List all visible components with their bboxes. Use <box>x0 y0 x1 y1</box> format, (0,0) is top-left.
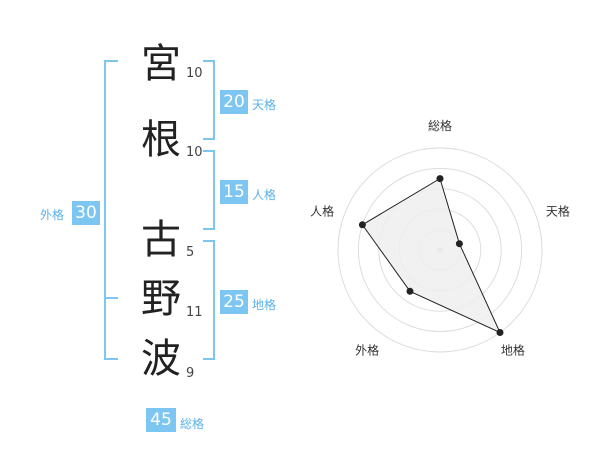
radar-point-5 <box>358 221 366 229</box>
chikaku-label: 地格 <box>252 298 277 312</box>
stroke-count-3: 5 <box>186 245 195 260</box>
radar-point-3 <box>496 329 504 336</box>
radar-ring-4 <box>357 167 523 333</box>
tenkaku-value: 20 <box>220 90 248 114</box>
radar-axis-label-2: 天格 <box>546 204 570 219</box>
name-char-5: 波 <box>141 336 181 382</box>
radar-point-1 <box>436 175 444 183</box>
radar-point-4 <box>406 287 414 295</box>
radar-axis-label-5: 人格 <box>310 204 334 219</box>
name-char-2: 根 <box>141 117 181 163</box>
stroke-count-5: 9 <box>186 366 195 381</box>
radar-axis-label-1: 総格 <box>428 118 452 133</box>
gaikaku-label: 外格 <box>40 208 65 222</box>
jinkaku-label: 人格 <box>252 188 277 202</box>
radar-point-2 <box>455 240 463 248</box>
jinkaku-bracket <box>203 150 215 230</box>
stroke-count-2: 10 <box>186 145 203 160</box>
radar-ring-5 <box>337 147 543 353</box>
chikaku-value: 25 <box>220 290 248 314</box>
soukaku-value: 45 <box>146 408 176 432</box>
tenkaku-label: 天格 <box>252 98 277 112</box>
gaikaku-bracket <box>104 60 118 360</box>
name-char-3: 古 <box>141 217 181 263</box>
soukaku-label: 総格 <box>180 417 205 431</box>
gaikaku-value: 30 <box>72 201 100 225</box>
tenkaku-bracket <box>203 60 215 140</box>
radar-area <box>361 177 502 334</box>
radar-axis-label-3: 地格 <box>501 342 525 357</box>
name-char-1: 宮 <box>141 41 181 87</box>
stroke-count-1: 10 <box>186 66 203 81</box>
stroke-count-4: 11 <box>186 305 203 320</box>
chikaku-bracket <box>203 240 215 360</box>
jinkaku-value: 15 <box>220 180 248 204</box>
name-char-4: 野 <box>141 276 181 322</box>
radar-axis-label-4: 外格 <box>355 342 379 357</box>
gaikaku-bracket-split <box>104 297 118 299</box>
